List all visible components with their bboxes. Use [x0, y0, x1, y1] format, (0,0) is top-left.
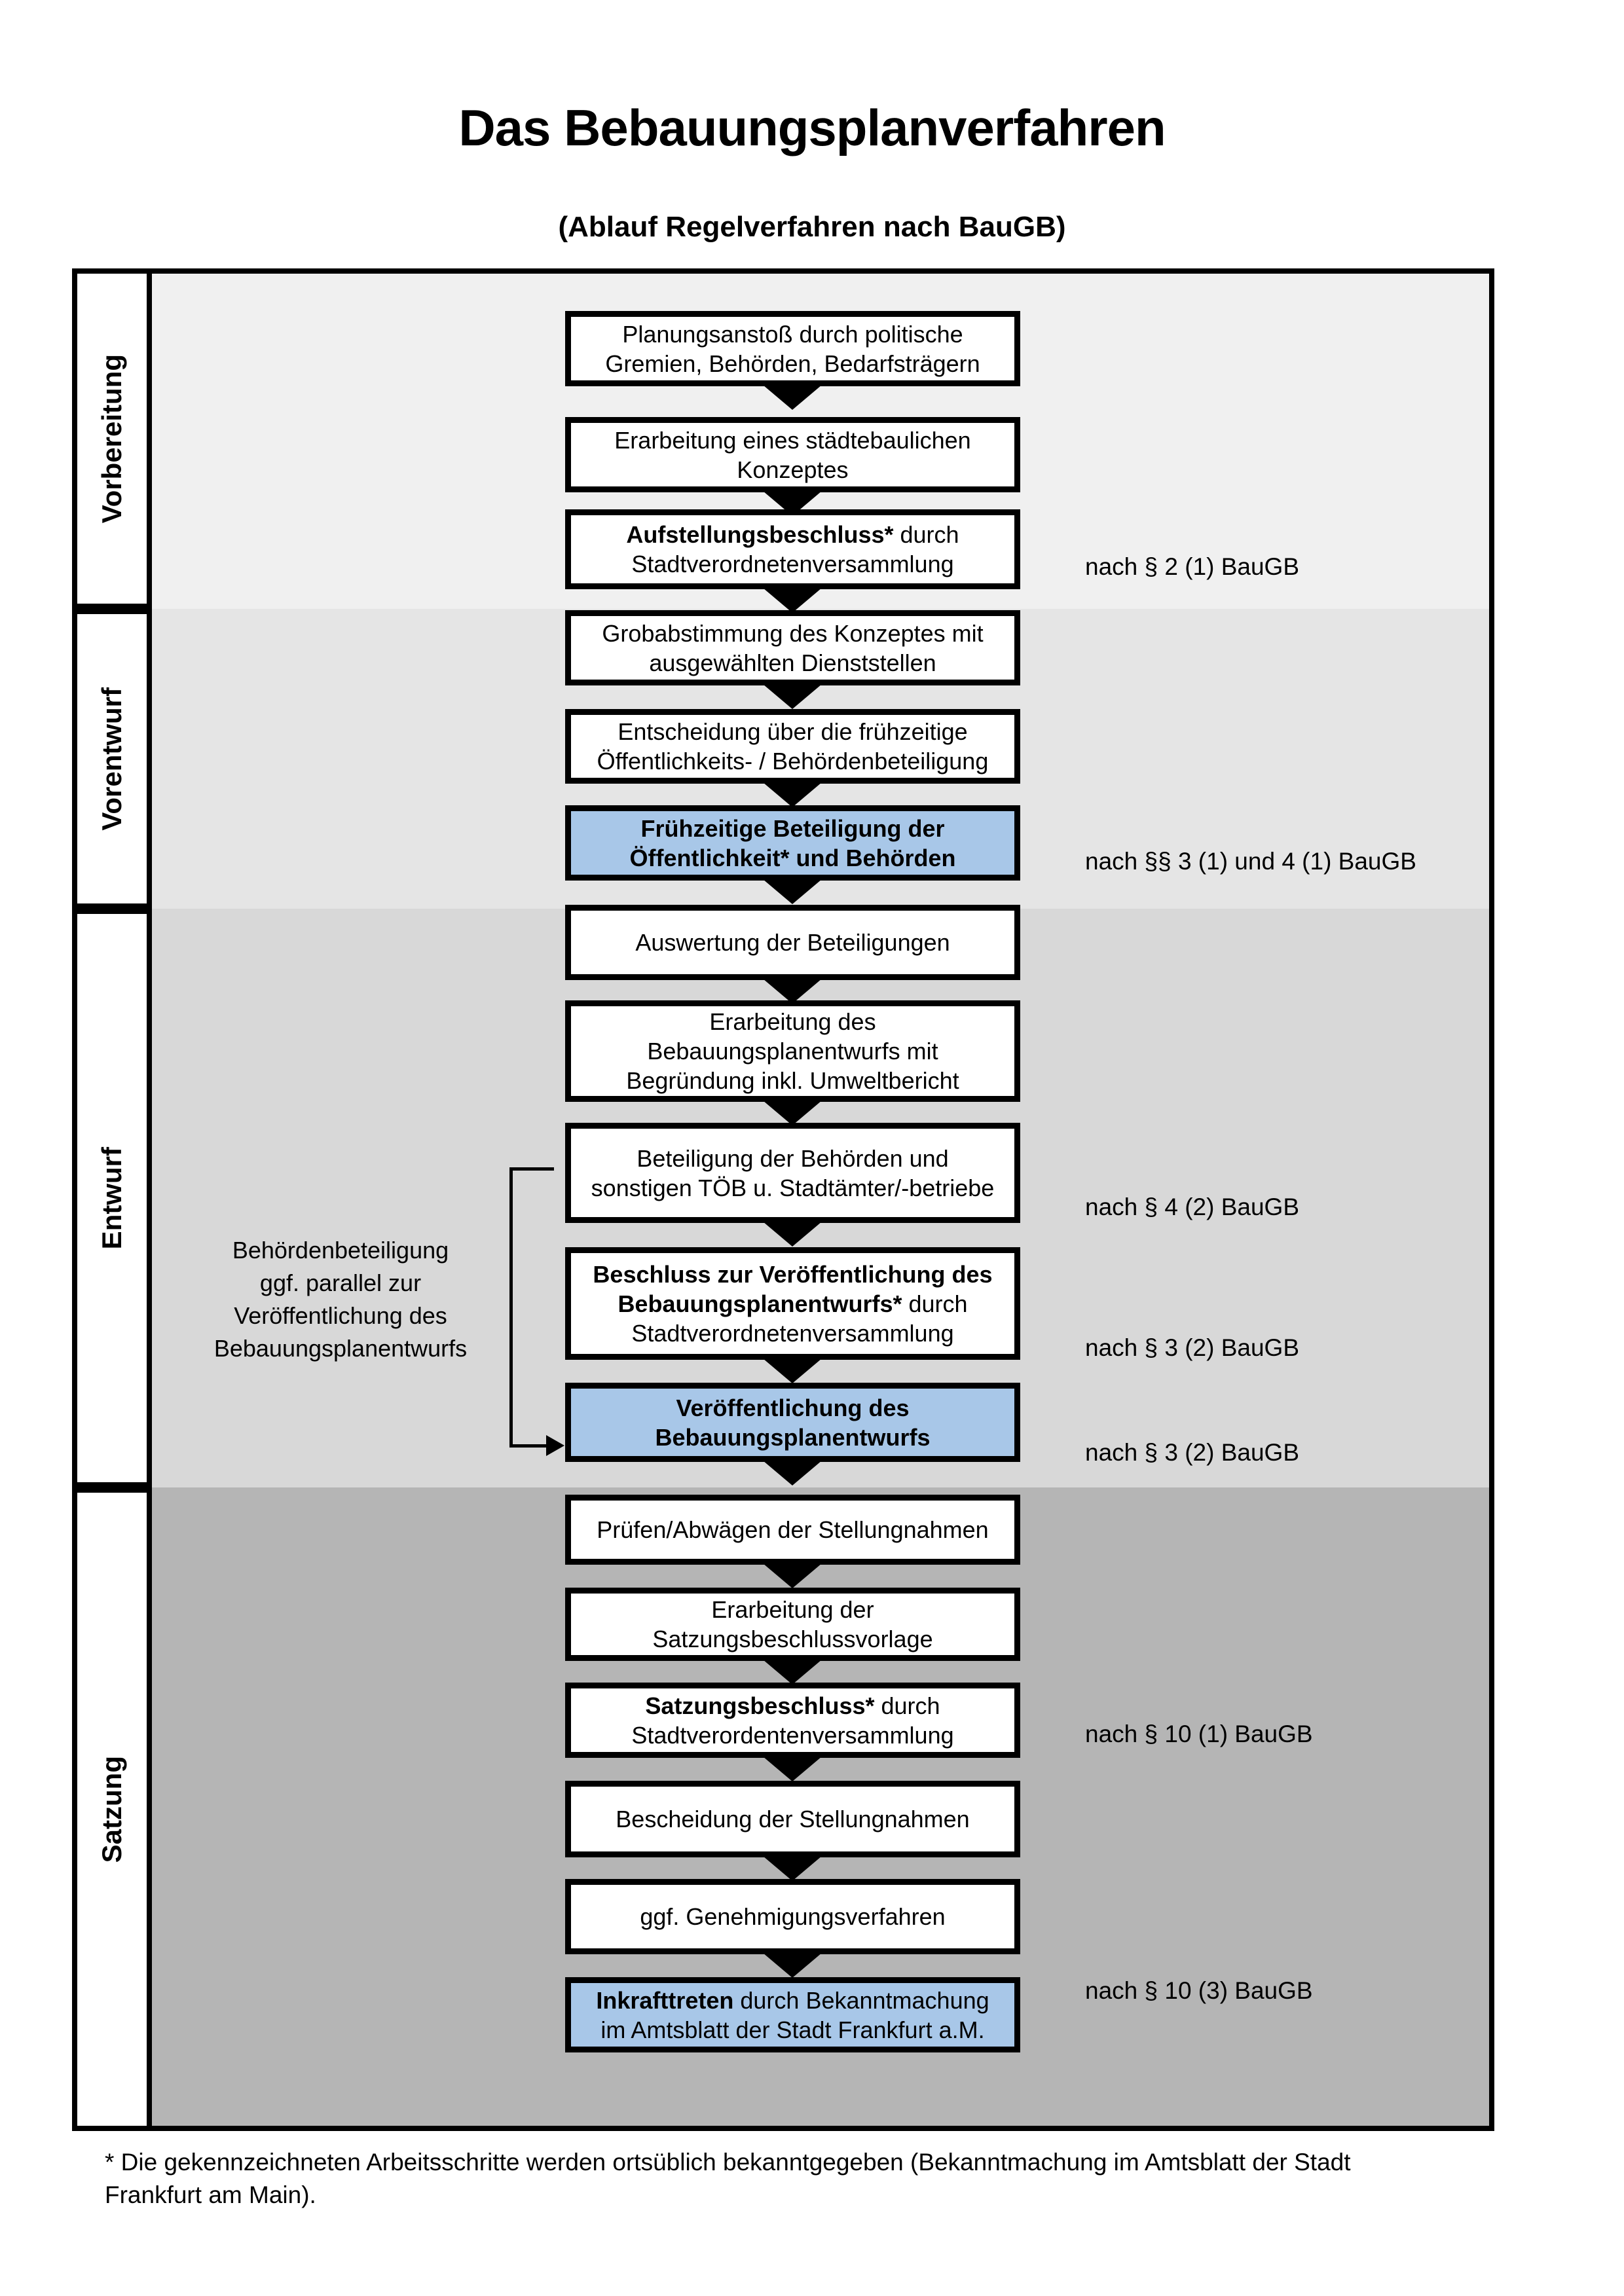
box-text-segment: durch Stadtverordentenversammlung [631, 1692, 954, 1749]
flow-box-5: Entscheidung über die frühzeitige Öffent… [565, 709, 1020, 784]
flow-box-12: Prüfen/Abwägen der Stellungnahmen [565, 1495, 1020, 1565]
flow-box-text: Grobabstimmung des Konzeptes mit ausgewä… [599, 619, 986, 678]
down-arrow-connector [763, 1358, 822, 1383]
box-text-segment: Inkrafttreten [596, 1986, 734, 2014]
legal-reference: nach § 2 (1) BauGB [1085, 553, 1300, 580]
down-arrow-connector [763, 1101, 822, 1125]
box-text-segment: Satzungsbeschluss* [645, 1692, 875, 1719]
down-arrow-connector [763, 1856, 822, 1881]
flow-box-16: ggf. Genehmigungsverfahren [565, 1879, 1020, 1954]
flow-box-3: Aufstellungsbeschluss* durch Stadtverord… [565, 509, 1020, 589]
down-arrow-connector [763, 1563, 822, 1588]
flow-box-2: Erarbeitung eines städtebaulichen Konzep… [565, 417, 1020, 492]
phase-label-vorbereitung: Vorbereitung [72, 268, 152, 609]
down-arrow-connector [763, 1757, 822, 1781]
parallel-connector-vertical-line [509, 1167, 513, 1448]
phase-label-text: Vorbereitung [96, 354, 127, 524]
phase-label-entwurf: Entwurf [72, 909, 152, 1487]
legal-reference: nach § 3 (2) BauGB [1085, 1334, 1300, 1361]
flow-box-text: Auswertung der Beteiligungen [633, 928, 952, 957]
box-text-segment: Grobabstimmung des Konzeptes mit ausgewä… [602, 619, 984, 676]
box-text-segment: Erarbeitung eines städtebaulichen Konzep… [614, 426, 971, 483]
phase-label-text: Vorentwurf [96, 687, 127, 831]
box-text-segment: Entscheidung über die frühzeitige Öffent… [597, 718, 989, 774]
flow-box-8: Erarbeitung des Bebauungsplanentwurfs mi… [565, 1000, 1020, 1102]
page-title: Das Bebauungsplanverfahren [458, 99, 1166, 156]
box-text-segment: Beteiligung der Behörden und sonstigen T… [591, 1144, 995, 1201]
legal-reference: nach § 10 (1) BauGB [1085, 1721, 1313, 1747]
phase-label-satzung: Satzung [72, 1487, 152, 2131]
box-text-segment: Auswertung der Beteiligungen [635, 929, 950, 956]
down-arrow-connector [763, 1660, 822, 1685]
flow-box-text: Prüfen/Abwägen der Stellungnahmen [594, 1515, 991, 1544]
box-text-segment: Prüfen/Abwägen der Stellungnahmen [597, 1516, 989, 1543]
down-arrow-connector [763, 782, 822, 807]
flow-box-15: Bescheidung der Stellungnahmen [565, 1781, 1020, 1857]
footnote: * Die gekennzeichneten Arbeitsschritte w… [105, 2149, 1351, 2208]
box-text-segment: Beschluss zur Veröffentlichung des Bebau… [593, 1260, 993, 1317]
flow-box-text: Beteiligung der Behörden und sonstigen T… [589, 1144, 997, 1203]
flow-box-text: Frühzeitige Beteiligung der Öffentlichke… [627, 814, 958, 873]
flow-box-10: Beschluss zur Veröffentlichung des Bebau… [565, 1247, 1020, 1360]
flow-box-7: Auswertung der Beteiligungen [565, 905, 1020, 980]
box-text-segment: durch Bekanntmachung im Amtsblatt der St… [600, 1986, 989, 2043]
flow-box-text: Inkrafttreten durch Bekanntmachung im Am… [593, 1986, 991, 2045]
box-text-segment: durch Stadtverordnetenversammlung [631, 521, 959, 577]
flow-box-text: Aufstellungsbeschluss* durch Stadtverord… [623, 520, 961, 579]
down-arrow-connector [763, 1461, 822, 1485]
flow-box-4: Grobabstimmung des Konzeptes mit ausgewä… [565, 610, 1020, 685]
legal-reference: nach § 4 (2) BauGB [1085, 1194, 1300, 1220]
flow-box-text: ggf. Genehmigungsverfahren [637, 1902, 948, 1931]
flow-box-text: Erarbeitung eines städtebaulichen Konzep… [612, 426, 973, 484]
box-text-segment: durch Stadtverordnetenversammlung [631, 1290, 968, 1347]
down-arrow-connector [763, 879, 822, 904]
parallel-connector-arrowhead-icon [546, 1435, 564, 1456]
down-arrow-connector [763, 588, 822, 613]
box-text-segment: Erarbeitung des Bebauungsplanentwurfs mi… [626, 1008, 959, 1094]
box-text-segment: Aufstellungsbeschluss* [626, 521, 894, 548]
page-subtitle: (Ablauf Regelverfahren nach BauGB) [558, 211, 1066, 243]
flow-box-13: Erarbeitung der Satzungsbeschlussvorlage [565, 1588, 1020, 1661]
box-text-segment: Planungsanstoß durch politische Gremien,… [605, 320, 980, 377]
down-arrow-connector [763, 979, 822, 1004]
flow-box-text: Satzungsbeschluss* durch Stadtverordente… [629, 1691, 956, 1750]
parallel-connector-top-line [509, 1167, 554, 1171]
down-arrow-connector [763, 1953, 822, 1978]
flow-box-9: Beteiligung der Behörden und sonstigen T… [565, 1123, 1020, 1223]
flow-box-text: Veröffentlichung des Bebauungsplanentwur… [652, 1393, 932, 1452]
phase-label-vorentwurf: Vorentwurf [72, 609, 152, 909]
box-text-segment: Bescheidung der Stellungnahmen [616, 1806, 970, 1832]
down-arrow-connector [763, 385, 822, 410]
phase-label-text: Satzung [96, 1755, 127, 1863]
flow-box-6: Frühzeitige Beteiligung der Öffentlichke… [565, 805, 1020, 881]
box-text-segment: Veröffentlichung des Bebauungsplanentwur… [655, 1394, 931, 1451]
phase-label-text: Entwurf [96, 1146, 127, 1250]
flow-box-text: Bescheidung der Stellungnahmen [613, 1804, 972, 1834]
flow-box-text: Planungsanstoß durch politische Gremien,… [602, 319, 982, 378]
parallel-connector-bottom-line [509, 1444, 547, 1448]
legal-reference: nach §§ 3 (1) und 4 (1) BauGB [1085, 848, 1416, 875]
flow-box-11: Veröffentlichung des Bebauungsplanentwur… [565, 1383, 1020, 1462]
flow-box-14: Satzungsbeschluss* durch Stadtverordente… [565, 1683, 1020, 1758]
flow-box-17: Inkrafttreten durch Bekanntmachung im Am… [565, 1977, 1020, 2052]
down-arrow-connector [763, 684, 822, 709]
flow-box-text: Erarbeitung der Satzungsbeschlussvorlage [650, 1595, 935, 1654]
flow-box-text: Beschluss zur Veröffentlichung des Bebau… [590, 1260, 995, 1348]
flow-box-text: Erarbeitung des Bebauungsplanentwurfs mi… [623, 1007, 961, 1095]
legal-reference: nach § 10 (3) BauGB [1085, 1977, 1313, 2004]
parallel-process-annotation: Behördenbeteiligung ggf. parallel zur Ve… [213, 1237, 468, 1362]
legal-reference: nach § 3 (2) BauGB [1085, 1439, 1300, 1466]
down-arrow-connector [763, 1222, 822, 1247]
box-text-segment: ggf. Genehmigungsverfahren [640, 1903, 946, 1930]
flow-box-text: Entscheidung über die frühzeitige Öffent… [595, 717, 991, 776]
box-text-segment: Frühzeitige Beteiligung der Öffentlichke… [629, 814, 956, 871]
box-text-segment: Erarbeitung der Satzungsbeschlussvorlage [652, 1596, 933, 1652]
flow-box-1: Planungsanstoß durch politische Gremien,… [565, 311, 1020, 386]
